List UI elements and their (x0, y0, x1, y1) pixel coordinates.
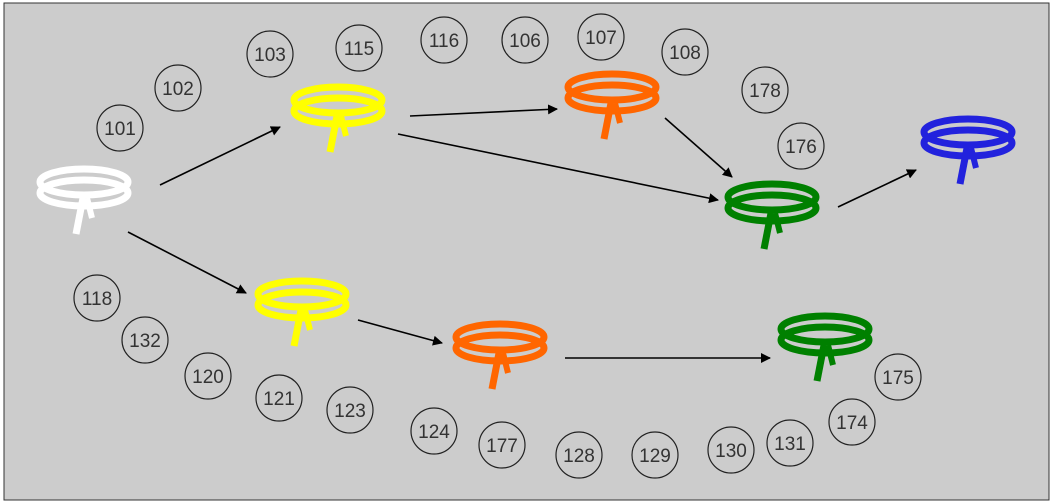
badge-circle (707, 426, 755, 474)
badge-circle (661, 28, 709, 76)
orange-belt-icon (564, 70, 660, 140)
badge-circle (631, 431, 679, 479)
number-badge-177: 177 (478, 421, 526, 469)
number-badge-132: 132 (121, 316, 169, 364)
badge-label: 123 (334, 401, 366, 422)
badge-circle (420, 16, 468, 64)
badge-label: 178 (749, 81, 781, 102)
edge-yellow-top-to-green-top (397, 133, 719, 204)
badge-label: 130 (715, 441, 747, 462)
badge-label: 177 (486, 436, 518, 457)
badge-label: 101 (104, 119, 136, 140)
edges-layer (127, 104, 917, 363)
edge-yellow-bottom-to-orange-bottom (357, 319, 443, 346)
number-badge-174: 174 (828, 398, 876, 446)
badge-circle (478, 421, 526, 469)
number-badge-178: 178 (741, 66, 789, 114)
badge-circle (777, 122, 825, 170)
number-badge-101: 101 (96, 104, 144, 152)
badge-label: 132 (129, 331, 161, 352)
badge-circle (874, 353, 922, 401)
green-belt-icon (777, 312, 873, 382)
badge-circle (73, 274, 121, 322)
belts-layer (36, 70, 1016, 390)
number-badge-108: 108 (661, 28, 709, 76)
badge-circle (96, 104, 144, 152)
badge-label: 131 (774, 434, 806, 455)
badge-circle (154, 64, 202, 112)
badge-label: 128 (563, 446, 595, 467)
badge-label: 118 (82, 289, 112, 310)
white-belt-icon (36, 165, 132, 235)
edge-white-to-yellow-bottom (127, 231, 247, 294)
number-badge-131: 131 (766, 419, 814, 467)
edge-yellow-top-to-orange-top (409, 104, 558, 117)
badge-label: 115 (344, 39, 374, 60)
green-belt-icon (724, 180, 820, 250)
badge-circle (184, 352, 232, 400)
badge-circle (121, 316, 169, 364)
number-badge-128: 128 (555, 431, 603, 479)
badge-label: 103 (254, 45, 286, 66)
number-badge-130: 130 (707, 426, 755, 474)
badge-label: 121 (263, 389, 295, 410)
badge-label: 116 (429, 31, 459, 52)
number-badge-116: 116 (420, 16, 468, 64)
edge-green-top-to-blue (837, 169, 917, 208)
badge-label: 176 (785, 137, 817, 158)
number-badge-115: 115 (335, 24, 383, 72)
badge-label: 175 (882, 368, 914, 389)
badge-circle (555, 431, 603, 479)
number-badge-120: 120 (184, 352, 232, 400)
badge-circle (410, 407, 458, 455)
badge-circle (326, 386, 374, 434)
badge-circle (828, 398, 876, 446)
number-badge-124: 124 (410, 407, 458, 455)
badge-label: 124 (418, 422, 450, 443)
badge-circle (766, 419, 814, 467)
number-badge-103: 103 (246, 30, 294, 78)
badge-label: 102 (162, 79, 194, 100)
number-badge-121: 121 (255, 374, 303, 422)
badge-label: 106 (509, 31, 541, 52)
badge-circle (335, 24, 383, 72)
orange-belt-icon (452, 320, 548, 390)
badge-circle (246, 30, 294, 78)
badge-circle (741, 66, 789, 114)
number-badge-176: 176 (777, 122, 825, 170)
number-badge-123: 123 (326, 386, 374, 434)
badge-label: 129 (639, 446, 671, 467)
edge-white-to-yellow-top (159, 126, 281, 186)
yellow-belt-icon (254, 277, 350, 347)
number-badge-175: 175 (874, 353, 922, 401)
number-badge-129: 129 (631, 431, 679, 479)
number-badge-102: 102 (154, 64, 202, 112)
number-badge-106: 106 (501, 16, 549, 64)
badge-circle (255, 374, 303, 422)
badge-circle (577, 13, 625, 61)
number-badge-118: 118 (73, 274, 121, 322)
number-badge-107: 107 (577, 13, 625, 61)
badge-label: 108 (669, 43, 701, 64)
edge-orange-top-to-green-top (664, 117, 733, 178)
badges-layer: 101 102 103 115 116 106 107 108 178 176 118 132 120 1… (73, 13, 922, 479)
blue-belt-icon (920, 115, 1016, 185)
yellow-belt-icon (290, 83, 386, 153)
badge-circle (501, 16, 549, 64)
badge-label: 174 (836, 413, 868, 434)
badge-label: 120 (192, 367, 224, 388)
badge-label: 107 (585, 28, 617, 49)
